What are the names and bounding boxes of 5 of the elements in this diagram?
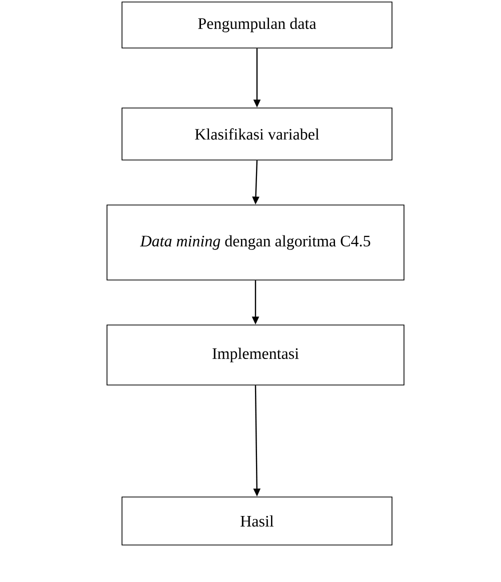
process-box: Implementasi [106, 324, 404, 386]
process-box: Pengumpulan data [122, 2, 392, 48]
process-box: Hasil [122, 496, 392, 546]
process-box: Klasifikasi variabel [122, 108, 392, 160]
process-box: Data mining dengan algoritma C4.5 [106, 204, 404, 280]
